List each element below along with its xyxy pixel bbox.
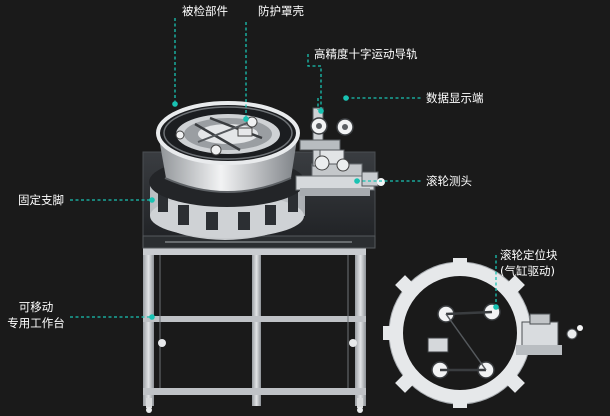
inset-positioning-ring: [383, 258, 583, 408]
leader-lines: [70, 18, 497, 318]
label-mobile-bench-line1: 可移动: [18, 300, 54, 314]
label-display-end: 数据显示端: [426, 91, 484, 105]
label-fixed-support: 固定支脚: [18, 193, 64, 207]
label-positioning-block-line2: (气缸驱动): [500, 264, 555, 278]
leader-dots: [149, 95, 499, 320]
frame-rail-bottom: [143, 388, 366, 395]
label-tested-part: 被检部件: [182, 4, 228, 18]
leader-cross-guide: [307, 54, 322, 110]
workbench-frame: [143, 248, 366, 413]
label-positioning-block-line1: 滚轮定位块: [500, 248, 558, 262]
label-protective-cover: 防护罩壳: [258, 4, 304, 18]
frame-leg-front-left: [143, 248, 154, 406]
tested-part-assembly: [175, 114, 280, 156]
display-gauges: [310, 117, 354, 136]
frame-rail-top: [143, 248, 366, 255]
frame-rail-middle: [143, 316, 366, 322]
frame-leg-middle: [252, 248, 261, 406]
frame-leg-front-right: [355, 248, 366, 406]
label-mobile-bench-line2: 专用工作台: [7, 316, 65, 330]
caster-right: [357, 398, 363, 408]
label-roller-probe: 滚轮测头: [426, 174, 472, 188]
caster-left: [146, 398, 152, 408]
label-cross-guide: 高精度十字运动导轨: [314, 47, 418, 61]
cross-guide-assembly: [295, 107, 385, 196]
